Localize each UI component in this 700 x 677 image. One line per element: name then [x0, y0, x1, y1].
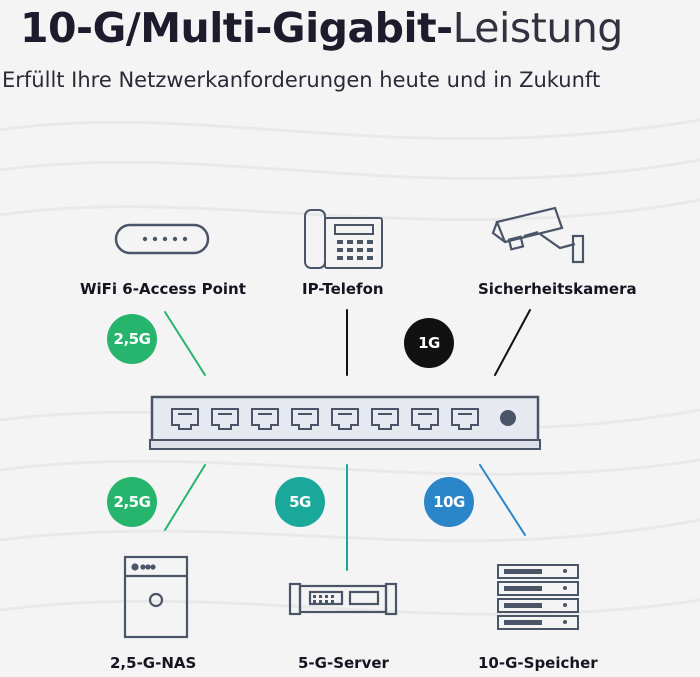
nas-link — [164, 464, 206, 531]
ethernet-port — [171, 408, 199, 430]
security-camera-icon — [491, 206, 585, 264]
label-server: 5-G-Server — [298, 654, 389, 672]
server-icon — [288, 582, 398, 616]
ap-link — [164, 311, 206, 376]
camera-link — [494, 309, 531, 376]
badge-phone-speed: 1G — [404, 318, 454, 368]
ethernet-port — [291, 408, 319, 430]
title-light: Leistung — [452, 4, 624, 52]
ethernet-port — [251, 408, 279, 430]
badge-storage-speed: 10G — [424, 477, 474, 527]
page-subtitle: Erfüllt Ihre Netzwerkanforderungen heute… — [2, 68, 601, 92]
ethernet-port — [211, 408, 239, 430]
ip-phone-icon — [304, 209, 383, 269]
ethernet-port — [331, 408, 359, 430]
badge-ap-speed: 2,5G — [107, 314, 157, 364]
ethernet-port — [371, 408, 399, 430]
page-title: 10-G/Multi-Gigabit-Leistung — [20, 4, 623, 52]
label-nas: 2,5-G-NAS — [110, 654, 197, 672]
label-storage: 10-G-Speicher — [478, 654, 598, 672]
ethernet-port — [411, 408, 439, 430]
badge-server-speed: 5G — [275, 477, 325, 527]
access-point-icon — [114, 223, 210, 255]
storage-rack-icon — [497, 564, 579, 630]
label-ip-phone: IP-Telefon — [302, 280, 384, 298]
title-bold: 10-G/Multi-Gigabit- — [20, 4, 453, 52]
label-camera: Sicherheitskamera — [478, 280, 637, 298]
storage-link — [479, 464, 526, 536]
network-switch-icon — [149, 395, 541, 450]
label-access-point: WiFi 6-Access Point — [80, 280, 246, 298]
nas-icon — [123, 555, 189, 639]
ethernet-port — [451, 408, 479, 430]
badge-nas-speed: 2,5G — [107, 477, 157, 527]
